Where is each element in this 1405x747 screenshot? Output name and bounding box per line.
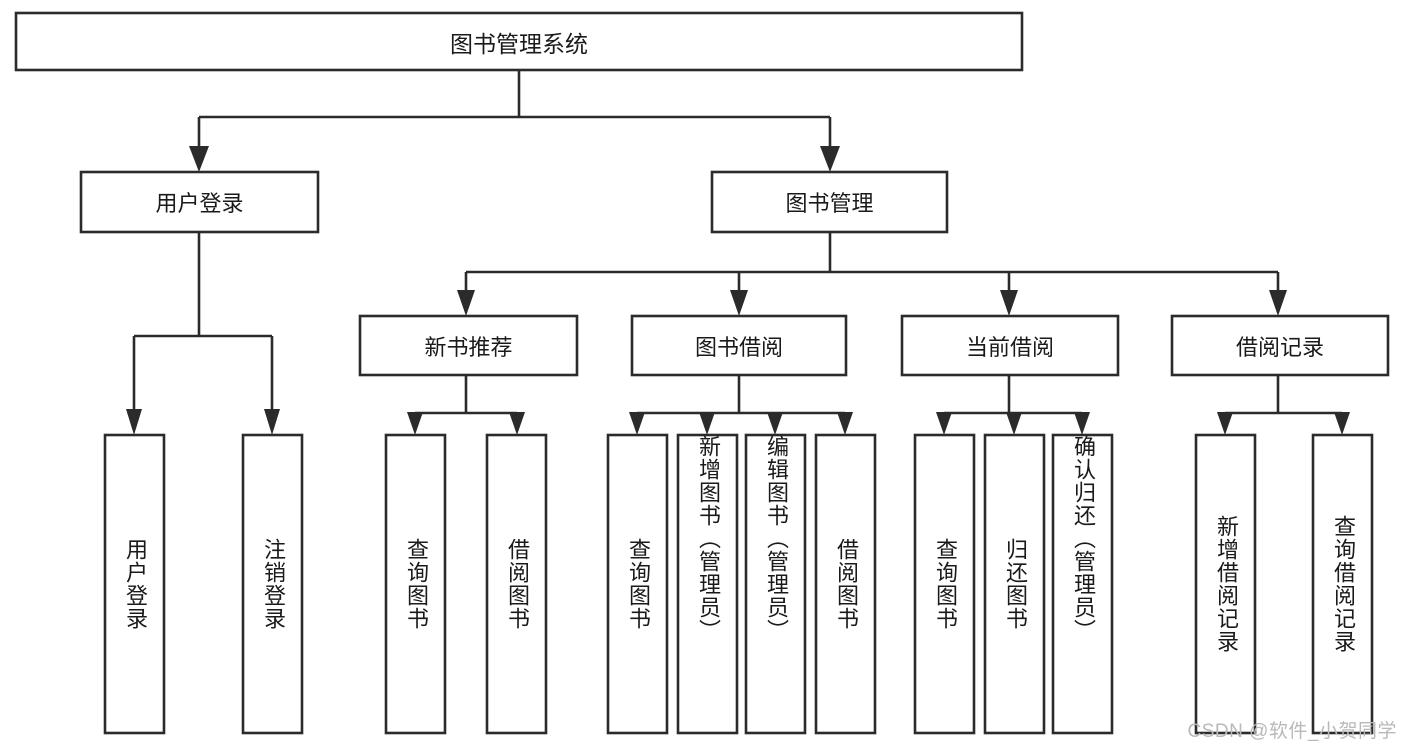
arrow-head-leaf-borrow-book-recommend <box>509 412 525 435</box>
node-box-leaf-add-book-admin[interactable] <box>676 433 739 735</box>
node-box-leaf-add-borrow-record[interactable] <box>1194 433 1257 735</box>
arrow-head-new-book-recommend <box>457 290 475 316</box>
node-box-leaf-borrow-book[interactable] <box>814 433 877 735</box>
node-box-new-book-recommend[interactable] <box>358 314 579 377</box>
arrow-head-leaf-add-book-admin <box>699 412 715 435</box>
arrow-head-current-borrow <box>1000 290 1018 316</box>
node-box-leaf-borrow-book-recommend[interactable] <box>485 433 548 735</box>
arrow-head-leaf-edit-book-admin <box>767 412 783 435</box>
arrow-head-leaf-add-borrow-record <box>1217 412 1233 435</box>
node-box-layer <box>14 11 1390 735</box>
arrow-head-leaf-return-book <box>1006 412 1022 435</box>
node-box-book-borrow[interactable] <box>630 314 848 377</box>
arrow-head-leaf-query-borrow-record <box>1334 412 1350 435</box>
arrow-head-leaf-user-logout <box>264 409 280 435</box>
arrow-head-leaf-query-book-borrow <box>629 412 645 435</box>
node-box-root[interactable] <box>14 11 1024 72</box>
arrow-head-leaf-user-login <box>126 409 142 435</box>
node-box-user-login[interactable] <box>79 170 320 234</box>
node-box-current-borrow[interactable] <box>900 314 1120 377</box>
arrow-head-leaf-borrow-book <box>837 412 853 435</box>
node-box-book-management[interactable] <box>710 170 949 234</box>
arrow-head-book-management <box>820 146 840 172</box>
arrow-head-borrow-records <box>1269 290 1287 316</box>
node-box-leaf-user-logout[interactable] <box>241 433 304 735</box>
node-box-leaf-confirm-return-admin[interactable] <box>1051 433 1114 735</box>
arrow-head-leaf-confirm-return-admin <box>1074 412 1090 435</box>
arrow-head-leaf-query-book-recommend <box>407 412 423 435</box>
arrow-head-book-borrow <box>730 290 748 316</box>
node-box-leaf-query-book-borrow[interactable] <box>606 433 669 735</box>
arrow-head-user-login <box>189 146 209 172</box>
node-box-leaf-query-borrow-record[interactable] <box>1311 433 1374 735</box>
node-box-leaf-query-book-recommend[interactable] <box>384 433 447 735</box>
connector-layer <box>126 70 1350 435</box>
watermark-text: CSDN @软件_小贺同学 <box>1187 721 1397 742</box>
node-box-borrow-records[interactable] <box>1170 314 1390 377</box>
arrow-head-leaf-query-book-current <box>936 412 952 435</box>
node-box-leaf-edit-book-admin[interactable] <box>744 433 807 735</box>
node-box-leaf-user-login[interactable] <box>103 433 166 735</box>
node-box-leaf-return-book[interactable] <box>983 433 1046 735</box>
node-box-leaf-query-book-current[interactable] <box>913 433 976 735</box>
